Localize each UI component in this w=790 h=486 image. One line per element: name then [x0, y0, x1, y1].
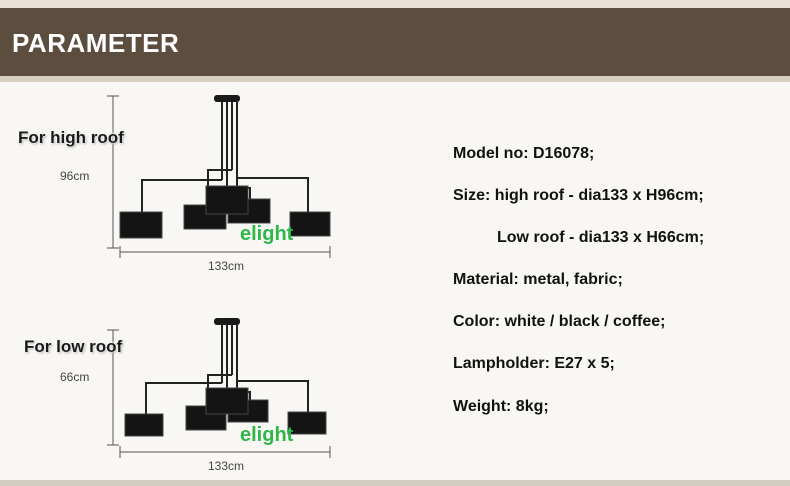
watermark-logo-2: elight	[240, 424, 294, 446]
spec-lampholder: Lampholder: E27 x 5;	[453, 355, 615, 372]
high-roof-height-label: 96cm	[60, 169, 90, 183]
header-bar: PARAMETER	[0, 8, 790, 76]
spec-color: Color: white / black / coffee;	[453, 313, 666, 330]
spec-size-low-roof: Low roof - dia133 x H66cm;	[497, 229, 705, 246]
spec-weight: Weight: 8kg;	[453, 398, 549, 415]
low-roof-label: For low roof	[24, 337, 123, 356]
watermark-logo-1: elight	[240, 223, 294, 245]
high-roof-diagram	[107, 95, 331, 258]
spec-model-no: Model no: D16078;	[453, 145, 595, 162]
header-divider	[0, 76, 790, 82]
high-roof-label: For high roof	[18, 128, 124, 147]
spec-material: Material: metal, fabric;	[453, 271, 623, 288]
high-roof-width-label: 133cm	[208, 259, 245, 273]
low-roof-width-label: 133cm	[208, 459, 245, 473]
top-band	[0, 0, 790, 8]
page-title: PARAMETER	[12, 28, 180, 58]
low-roof-diagram	[107, 318, 331, 458]
low-roof-height-label: 66cm	[60, 370, 90, 384]
spec-size-high-roof: Size: high roof - dia133 x H96cm;	[453, 187, 704, 204]
bottom-band	[0, 480, 790, 486]
